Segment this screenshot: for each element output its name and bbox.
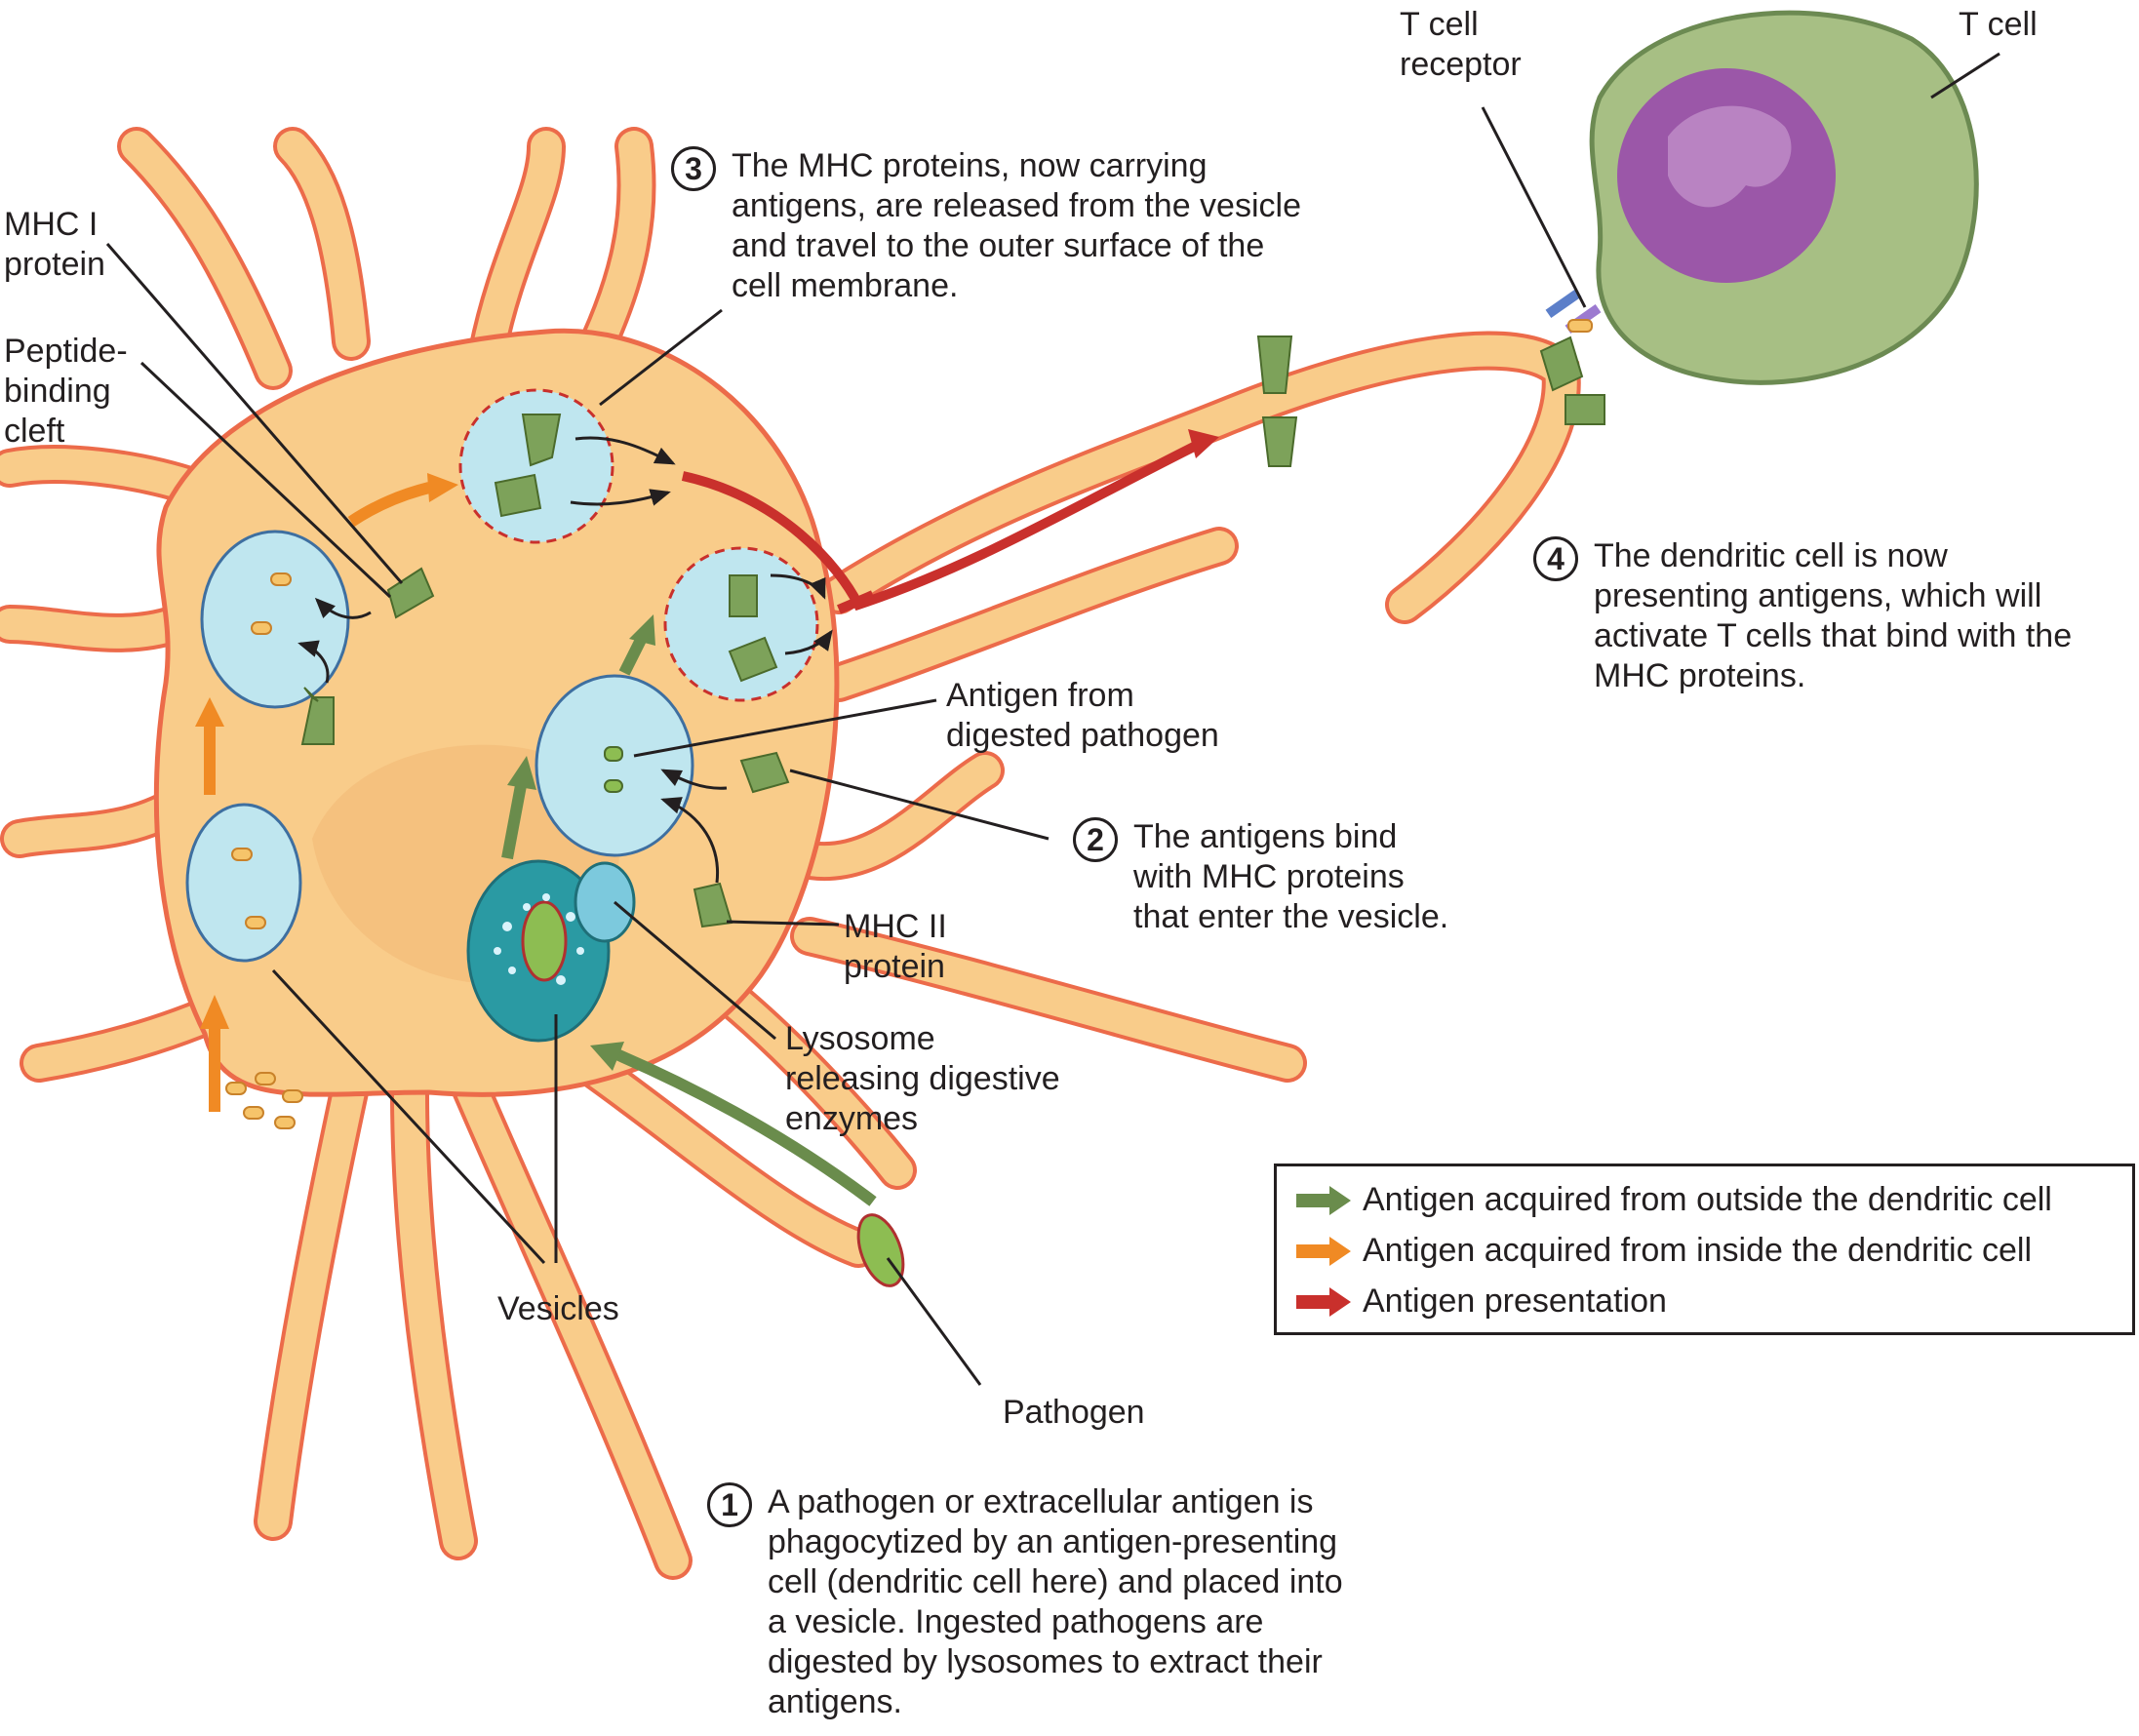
label-pathogen: Pathogen xyxy=(1003,1394,1145,1431)
pathogen-cell xyxy=(856,1213,905,1287)
legend: Antigen acquired from outside the dendri… xyxy=(1274,1164,2135,1335)
label-mhc1-protein: MHC I protein xyxy=(4,206,105,283)
step-text: A pathogen or extracellular antigen is p… xyxy=(768,1483,1343,1720)
t-cell-receptor xyxy=(1545,289,1602,334)
mhc-proteins xyxy=(300,335,1605,928)
label-peptide-binding-cleft: Peptide- binding cleft xyxy=(4,333,128,450)
label-t-cell: T cell xyxy=(1959,6,2038,43)
step-number: 3 xyxy=(671,146,716,191)
step-number: 2 xyxy=(1073,817,1118,862)
leader-lines xyxy=(105,52,2000,1386)
binding-arrows xyxy=(297,436,833,884)
t-cell xyxy=(1589,10,1979,385)
step-text: The MHC proteins, now carrying antigens,… xyxy=(732,147,1301,304)
dendrites xyxy=(0,127,1581,1580)
step-text: The antigens bind with MHC proteins that… xyxy=(1133,818,1449,935)
vesicle-left-top xyxy=(200,530,350,709)
dendritic-cell-body xyxy=(153,328,840,1097)
label-antigen-from-pathogen: Antigen from digested pathogen xyxy=(946,677,1219,754)
step-number: 1 xyxy=(707,1482,752,1527)
antigen-pellets xyxy=(225,572,623,1129)
release-vesicle-top xyxy=(458,388,614,544)
label-mhc2-protein: MHC II protein xyxy=(844,908,947,985)
label-vesicles: Vesicles xyxy=(497,1290,619,1327)
digested-pathogen xyxy=(521,900,568,982)
vesicle-middle xyxy=(535,674,694,857)
process-arrows xyxy=(195,429,1219,1206)
release-vesicle-bottom xyxy=(663,546,819,702)
label-t-cell-receptor: T cell receptor xyxy=(1400,6,1522,83)
orange-arrow-icon xyxy=(1296,1237,1351,1266)
vesicle-left-bottom xyxy=(185,803,302,963)
green-arrow-icon xyxy=(1296,1186,1351,1215)
step-number: 4 xyxy=(1533,536,1578,581)
label-lysosome: Lysosome releasing digestive enzymes xyxy=(785,1020,1060,1137)
step-text: The dendritic cell is now presenting ant… xyxy=(1594,537,2073,694)
red-arrow-icon xyxy=(1296,1287,1351,1317)
lysosome xyxy=(574,861,636,943)
